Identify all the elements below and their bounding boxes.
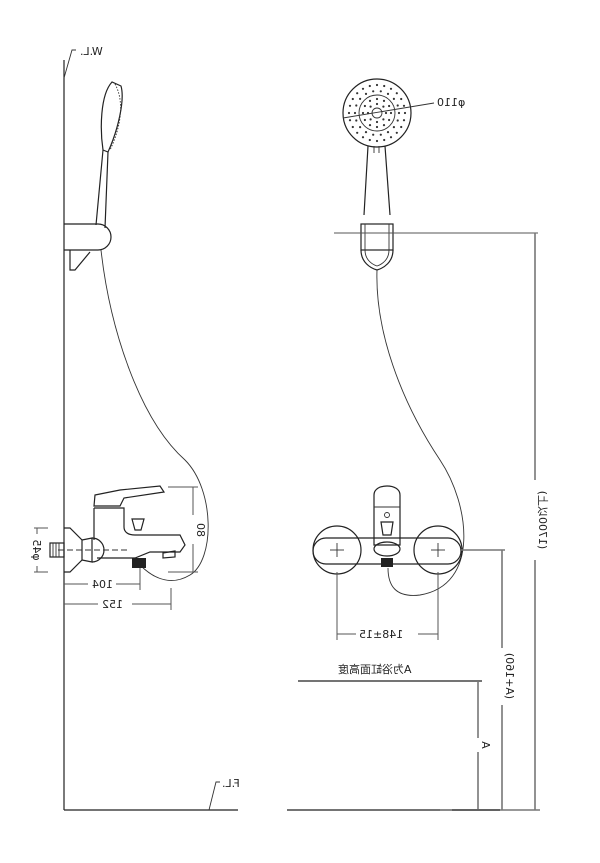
nozzle-dot xyxy=(355,104,358,107)
nozzle-dot xyxy=(389,111,393,115)
nozzle-dot xyxy=(351,125,354,129)
nozzle-dot xyxy=(361,87,365,90)
nozzle-dot xyxy=(395,131,398,134)
wall-bracket-side xyxy=(64,223,112,271)
nozzle-dot xyxy=(368,84,371,88)
nozzle-dot xyxy=(372,133,375,136)
side-view: W.L. F.L. xyxy=(30,45,460,811)
dim-A-plus-160: (A+160) xyxy=(501,550,516,810)
nozzle-dot xyxy=(402,104,406,107)
nozzle-dot xyxy=(361,111,365,115)
tub-height-note: A为浴缸面高度 xyxy=(338,662,412,676)
nozzle-dot xyxy=(375,83,379,87)
nozzle-dot xyxy=(368,99,372,102)
nozzle-dot xyxy=(388,104,391,108)
nozzle-dot xyxy=(355,119,358,122)
floor-line-leader xyxy=(208,781,220,811)
nozzle-dot xyxy=(382,99,386,102)
nozzle-dot xyxy=(392,97,395,100)
nozzle-dot xyxy=(353,111,357,115)
nozzle-dot xyxy=(396,119,399,122)
nozzle-dot xyxy=(348,104,352,107)
wall-bracket-front xyxy=(360,223,394,271)
nozzle-dot xyxy=(361,136,365,139)
nozzle-dot xyxy=(382,118,385,121)
wall-line-label: W.L. xyxy=(80,45,103,58)
nozzle-dot xyxy=(375,102,379,106)
nozzle-dot xyxy=(395,92,398,95)
nozzle-dot xyxy=(386,131,390,134)
dim-104: 104 xyxy=(64,568,141,591)
nozzle-dot xyxy=(383,138,386,142)
nozzle-dot xyxy=(403,111,407,115)
svg-text:148±15: 148±15 xyxy=(359,628,403,641)
nozzle-dot xyxy=(359,97,362,100)
nozzle-dot xyxy=(348,119,352,122)
dim-152: 152 xyxy=(64,588,172,611)
nozzle-dot xyxy=(392,126,395,129)
svg-text:152: 152 xyxy=(102,598,123,611)
dim-centers: 148±15 xyxy=(336,572,439,641)
nozzle-dot xyxy=(368,138,371,142)
dim-inlet-diameter: φ45 xyxy=(30,527,48,573)
nozzle-dot xyxy=(364,131,368,134)
floor-line-label: F.L. xyxy=(222,777,240,790)
nozzle-dot xyxy=(364,92,368,95)
nozzle-dot xyxy=(375,97,379,101)
showerhead-diameter-label: φ110 xyxy=(437,96,465,109)
nozzle-dot xyxy=(396,104,399,107)
nozzle-dot xyxy=(386,92,390,95)
nozzle-dot xyxy=(347,111,351,115)
nozzle-dot xyxy=(359,126,362,129)
mixer-body-front xyxy=(312,485,505,575)
nozzle-dot xyxy=(383,84,386,88)
nozzle-dot xyxy=(356,92,359,95)
nozzle-dot xyxy=(402,119,406,122)
hose-front xyxy=(376,269,465,596)
nozzle-dot xyxy=(351,97,354,101)
nozzle-dot xyxy=(388,118,391,122)
nozzle-dot xyxy=(356,131,359,134)
nozzle-dot xyxy=(389,136,393,139)
svg-text:(A+160): (A+160) xyxy=(503,653,516,699)
nozzle-dot xyxy=(384,111,388,115)
nozzle-dot xyxy=(379,133,382,136)
nozzle-dot xyxy=(369,105,372,108)
nozzle-dot xyxy=(375,139,379,143)
svg-text:104: 104 xyxy=(92,578,113,591)
nozzle-dot xyxy=(397,111,401,115)
mixer-body-side xyxy=(49,485,186,573)
dim-A: A xyxy=(477,681,492,810)
svg-text:φ45: φ45 xyxy=(30,539,43,560)
wall-line-leader xyxy=(63,49,76,79)
dim-1700-min: (1700以上) xyxy=(534,233,549,810)
svg-text:(1700以上): (1700以上) xyxy=(536,491,549,550)
front-view: φ110 xyxy=(298,78,549,811)
nozzle-dot xyxy=(372,90,375,93)
nozzle-dot xyxy=(363,118,366,122)
nozzle-dot xyxy=(379,90,382,93)
nozzle-dot xyxy=(363,104,366,108)
nozzle-dot xyxy=(369,118,372,121)
nozzle-dot xyxy=(400,97,403,101)
nozzle-dot xyxy=(375,120,379,124)
nozzle-dot xyxy=(389,87,393,90)
nozzle-dot xyxy=(400,125,403,129)
nozzle-dot xyxy=(375,125,379,129)
svg-text:A: A xyxy=(479,741,492,749)
svg-text:80: 80 xyxy=(194,523,207,537)
dim-80: 80 xyxy=(168,486,207,573)
nozzle-dot xyxy=(368,124,372,127)
nozzle-dot xyxy=(382,105,385,108)
showerhead-front: φ110 xyxy=(342,78,465,216)
handshower-side xyxy=(95,81,123,229)
hose-side xyxy=(100,249,209,581)
nozzle-dot xyxy=(382,124,386,127)
